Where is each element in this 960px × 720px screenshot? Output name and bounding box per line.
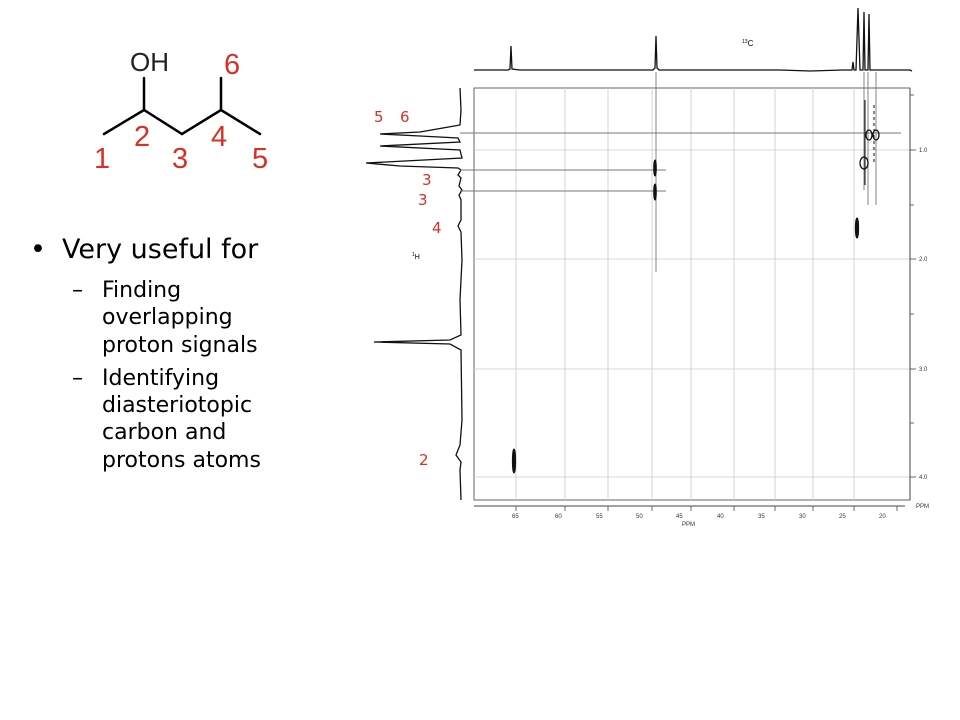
cross-peak-3a (653, 159, 657, 177)
y-tick-label: 4.0 (919, 475, 928, 481)
c13-label: 13C (742, 39, 754, 48)
bullet-main: • Very useful for (30, 232, 330, 267)
molecule-skeleton: OH 1 2 3 4 5 6 (94, 47, 268, 175)
x-tick-label: 30 (799, 514, 806, 520)
hsqc-spectrum: 13C 1H (329, 0, 960, 540)
x-tick-label: 45 (676, 514, 683, 520)
molecule-structure: OH 1 2 3 4 5 6 (90, 40, 290, 180)
x-tick-label: 55 (596, 514, 603, 520)
y-unit-label: PPM (916, 504, 929, 510)
x-tick-label: 35 (758, 514, 765, 520)
h1-label: 1H (412, 252, 420, 261)
peak-label-3a: 3 (422, 171, 432, 189)
sub-bullet-line: Finding (102, 278, 182, 304)
x-tick-label: 20 (879, 514, 886, 520)
x-axis-ticks (515, 506, 898, 511)
atom-label-1: 1 (94, 143, 110, 175)
peak-label-3b: 3 (418, 191, 428, 209)
x-tick-label: 25 (839, 514, 846, 520)
x-tick-label: 50 (636, 514, 643, 520)
cross-peak-3b (653, 183, 657, 201)
peak-label-4: 4 (432, 219, 442, 237)
sub-bullet-line: overlapping (102, 305, 233, 331)
cross-peak-1 (859, 156, 869, 170)
y-tick-label: 1.0 (919, 148, 928, 154)
dash-icon: – (72, 365, 83, 391)
sub-bullet-line: Identifying (102, 365, 220, 391)
atom-label-6: 6 (224, 49, 240, 81)
guide-lines (460, 72, 901, 272)
x-tick-label: 60 (555, 514, 562, 520)
atom-label-5: 5 (252, 143, 268, 175)
cross-peak-5 (865, 129, 873, 141)
y-tick-label: 3.0 (919, 367, 928, 373)
peak-label-5: 5 (374, 108, 384, 126)
sub-bullet-line: proton signals (102, 332, 258, 358)
x-axis-label: PPM (682, 522, 695, 528)
bullet-dot-icon: • (30, 234, 46, 265)
y-axis-ticks (910, 94, 916, 478)
cross-peak-4 (854, 217, 860, 239)
atom-label-3: 3 (172, 143, 188, 175)
dash-icon: – (72, 278, 83, 304)
spectrum-plot: 13C 1H (329, 7, 929, 528)
peak-label-6: 6 (400, 108, 410, 126)
y-tick-label: 2.0 (919, 257, 928, 263)
x-tick-label: 65 (512, 514, 519, 520)
cross-peak-2 (511, 448, 517, 474)
cross-peaks (511, 100, 880, 474)
h1-trace (365, 87, 463, 501)
peak-label-2: 2 (419, 451, 429, 469)
x-tick-label: 40 (717, 514, 724, 520)
oh-label: OH (130, 47, 169, 77)
sub-bullet-line: diasteriotopic (102, 393, 253, 419)
cross-peak-6 (872, 129, 880, 141)
sub-bullet: – Finding overlapping proton signals (30, 277, 330, 359)
bullet-main-text: Very useful for (62, 234, 259, 265)
sub-bullet-line: carbon and (102, 420, 227, 446)
atom-label-2: 2 (134, 121, 150, 153)
atom-label-4: 4 (211, 121, 227, 153)
carbon-chain (102, 108, 262, 136)
sub-bullet-line: protons atoms (102, 447, 261, 473)
c13-trace (474, 7, 913, 72)
grid-lines (474, 88, 910, 500)
sub-bullet: – Identifying diasteriotopic carbon and … (30, 365, 330, 474)
bullet-list: • Very useful for – Finding overlapping … (30, 232, 330, 480)
